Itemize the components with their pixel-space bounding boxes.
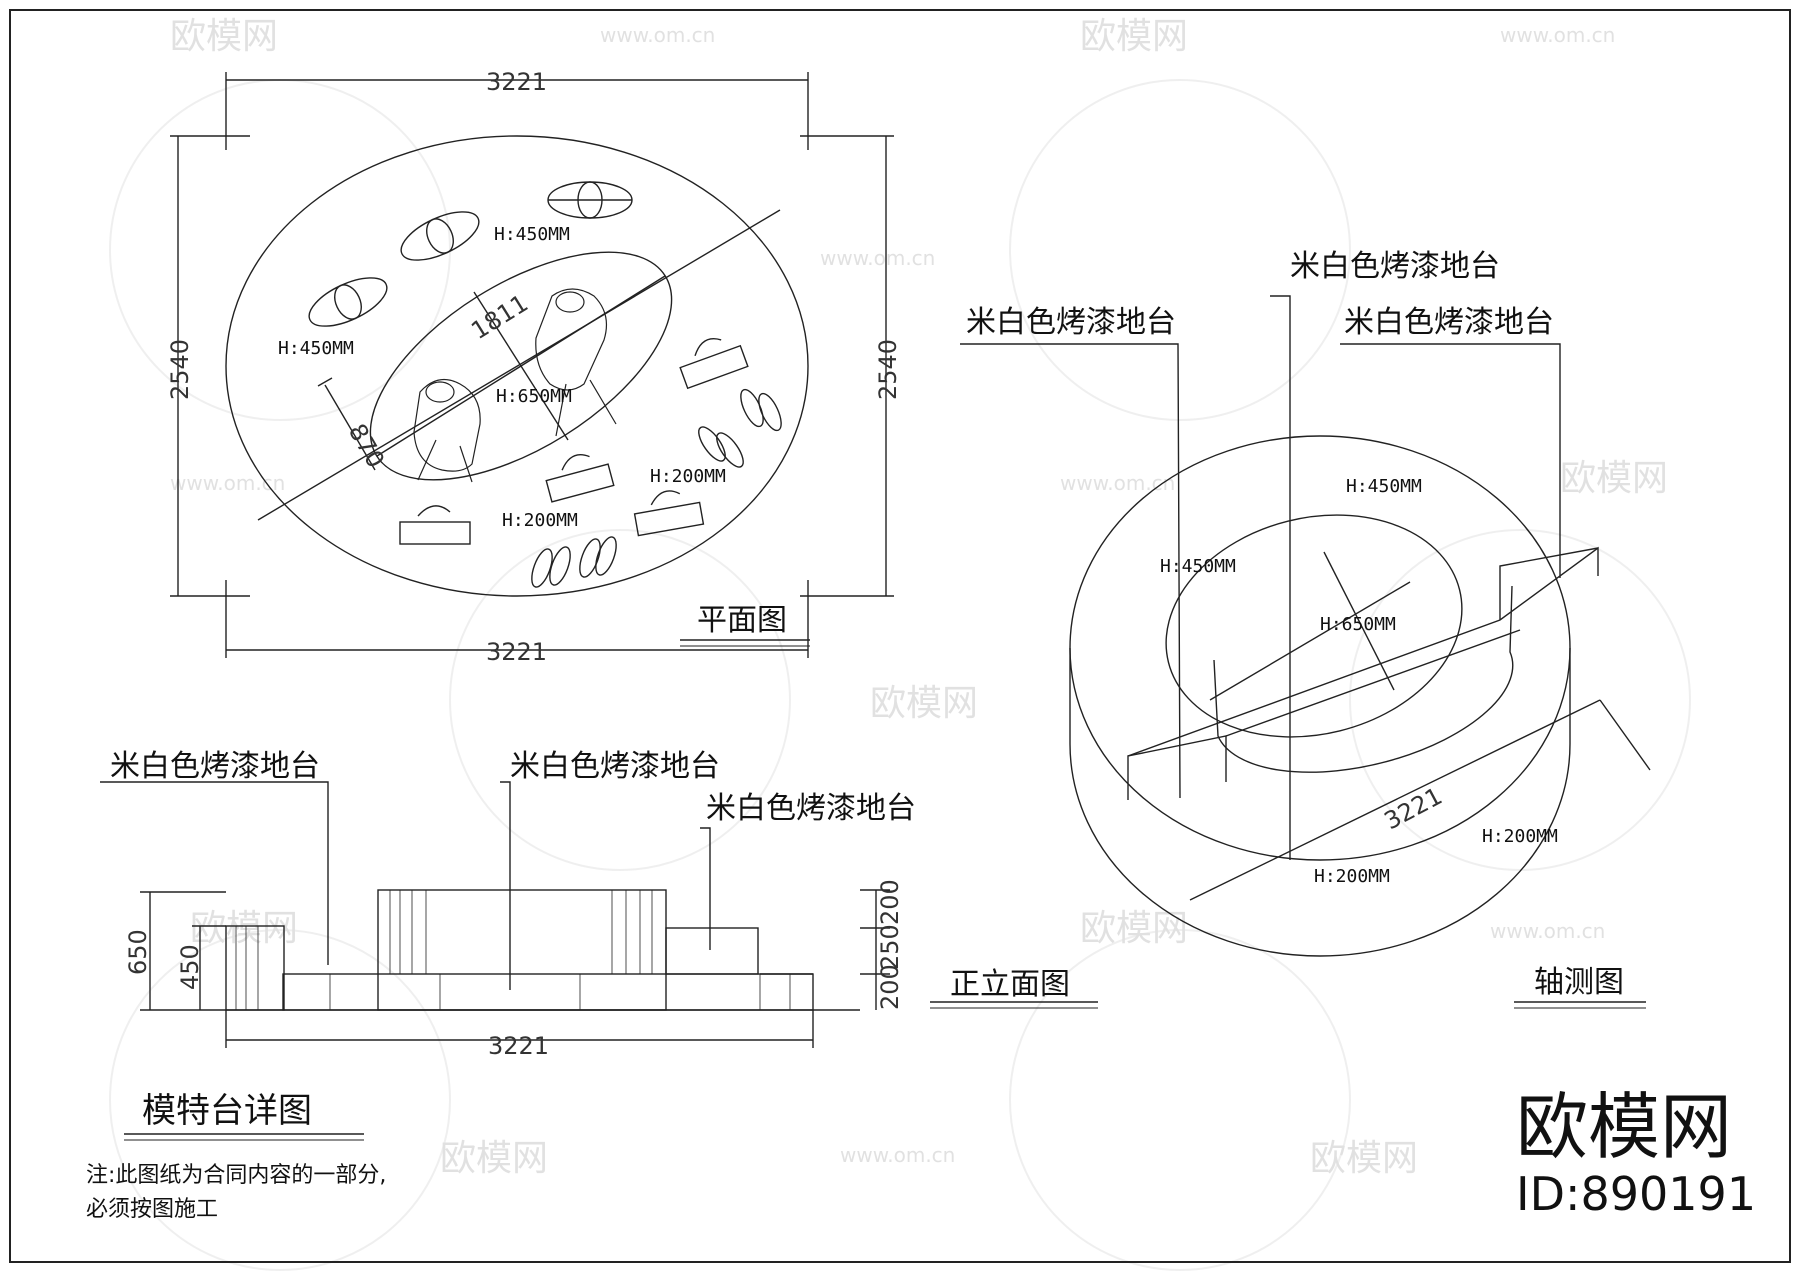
plan-height-label: H:200MM	[502, 510, 578, 531]
elevation-dim-right: 200	[876, 879, 904, 925]
axon-title: 轴测图	[1534, 965, 1624, 1000]
watermark-url: www.om.cn	[1500, 23, 1615, 47]
elevation-dim-right: 200	[876, 964, 904, 1010]
watermark-logo: 欧模网	[190, 908, 298, 949]
plan-height-label: H:450MM	[494, 224, 570, 245]
plan-view	[170, 72, 894, 658]
plan-dim-height-right: 2540	[874, 339, 902, 400]
axon-callout: 米白色烤漆地台	[1290, 249, 1500, 284]
elevation-callout: 米白色烤漆地台	[706, 791, 916, 826]
mannequin-figures	[413, 288, 617, 483]
axon-callout: 米白色烤漆地台	[1344, 305, 1554, 340]
watermark-logo: 欧模网	[1560, 458, 1668, 499]
sheet-title: 模特台详图	[142, 1091, 312, 1131]
elevation-dim-right: 250	[876, 924, 904, 970]
elevation-dim-left-mid: 450	[176, 944, 204, 990]
sheet-border	[9, 9, 1791, 1263]
plan-view-labels: 3221 3221 2540 2540 1811 870 H:450MM H:4…	[166, 68, 902, 666]
plan-dim-height-left: 2540	[166, 339, 194, 400]
elevation-dim-left-total: 650	[124, 929, 152, 975]
stool-icons	[308, 181, 633, 327]
bag-icons	[399, 338, 749, 545]
axon-height-label: H:200MM	[1482, 826, 1558, 847]
axon-height-label: H:650MM	[1320, 614, 1396, 635]
watermark-layer: 欧模网 www.om.cn 欧模网 www.om.cn www.om.cn 欧模…	[109, 16, 1691, 1271]
sheet-title-block: 模特台详图 注:此图纸为合同内容的一部分, 必须按图施工	[86, 1091, 386, 1222]
elevation-view-labels: 米白色烤漆地台 米白色烤漆地台 米白色烤漆地台 3221 650 450 200…	[110, 749, 1098, 1060]
axonometric-view	[960, 295, 1651, 957]
sheet-note-line1: 注:此图纸为合同内容的一部分,	[86, 1163, 386, 1188]
watermark-logo: 欧模网	[1080, 16, 1188, 57]
elevation-dim-width: 3221	[488, 1032, 549, 1060]
watermark-url: www.om.cn	[1490, 919, 1605, 943]
watermark-logo: 欧模网	[440, 1138, 548, 1179]
plan-title: 平面图	[697, 603, 787, 638]
axon-height-label: H:450MM	[1160, 556, 1236, 577]
watermark-url: www.om.cn	[170, 471, 285, 495]
watermark-url: www.om.cn	[840, 1143, 955, 1167]
elevation-title: 正立面图	[950, 967, 1070, 1002]
plan-height-label: H:650MM	[496, 386, 572, 407]
watermark-url: www.om.cn	[820, 246, 935, 270]
watermark-url: www.om.cn	[1060, 471, 1175, 495]
plan-height-label: H:200MM	[650, 466, 726, 487]
plan-height-label: H:450MM	[278, 338, 354, 359]
plan-dim-width-bottom: 3221	[486, 638, 547, 666]
brand-id: ID:890191	[1516, 1167, 1756, 1221]
brand-block: 欧模网 ID:890191	[1516, 1085, 1756, 1221]
axon-dim-width: 3221	[1380, 782, 1447, 835]
watermark-logo: 欧模网	[1080, 908, 1188, 949]
watermark-logo: 欧模网	[170, 16, 278, 57]
axon-callout: 米白色烤漆地台	[966, 305, 1176, 340]
watermark-url: www.om.cn	[600, 23, 715, 47]
shoe-icons	[531, 388, 782, 588]
elevation-callout: 米白色烤漆地台	[510, 749, 720, 784]
sheet-note-line2: 必须按图施工	[86, 1197, 218, 1222]
axon-height-label: H:200MM	[1314, 866, 1390, 887]
watermark-logo: 欧模网	[1310, 1138, 1418, 1179]
elevation-view	[100, 781, 890, 1048]
brand-logo: 欧模网	[1516, 1085, 1732, 1169]
watermark-logo: 欧模网	[870, 683, 978, 724]
elevation-callout: 米白色烤漆地台	[110, 749, 320, 784]
axon-height-label: H:450MM	[1346, 476, 1422, 497]
plan-dim-width-top: 3221	[486, 68, 547, 96]
